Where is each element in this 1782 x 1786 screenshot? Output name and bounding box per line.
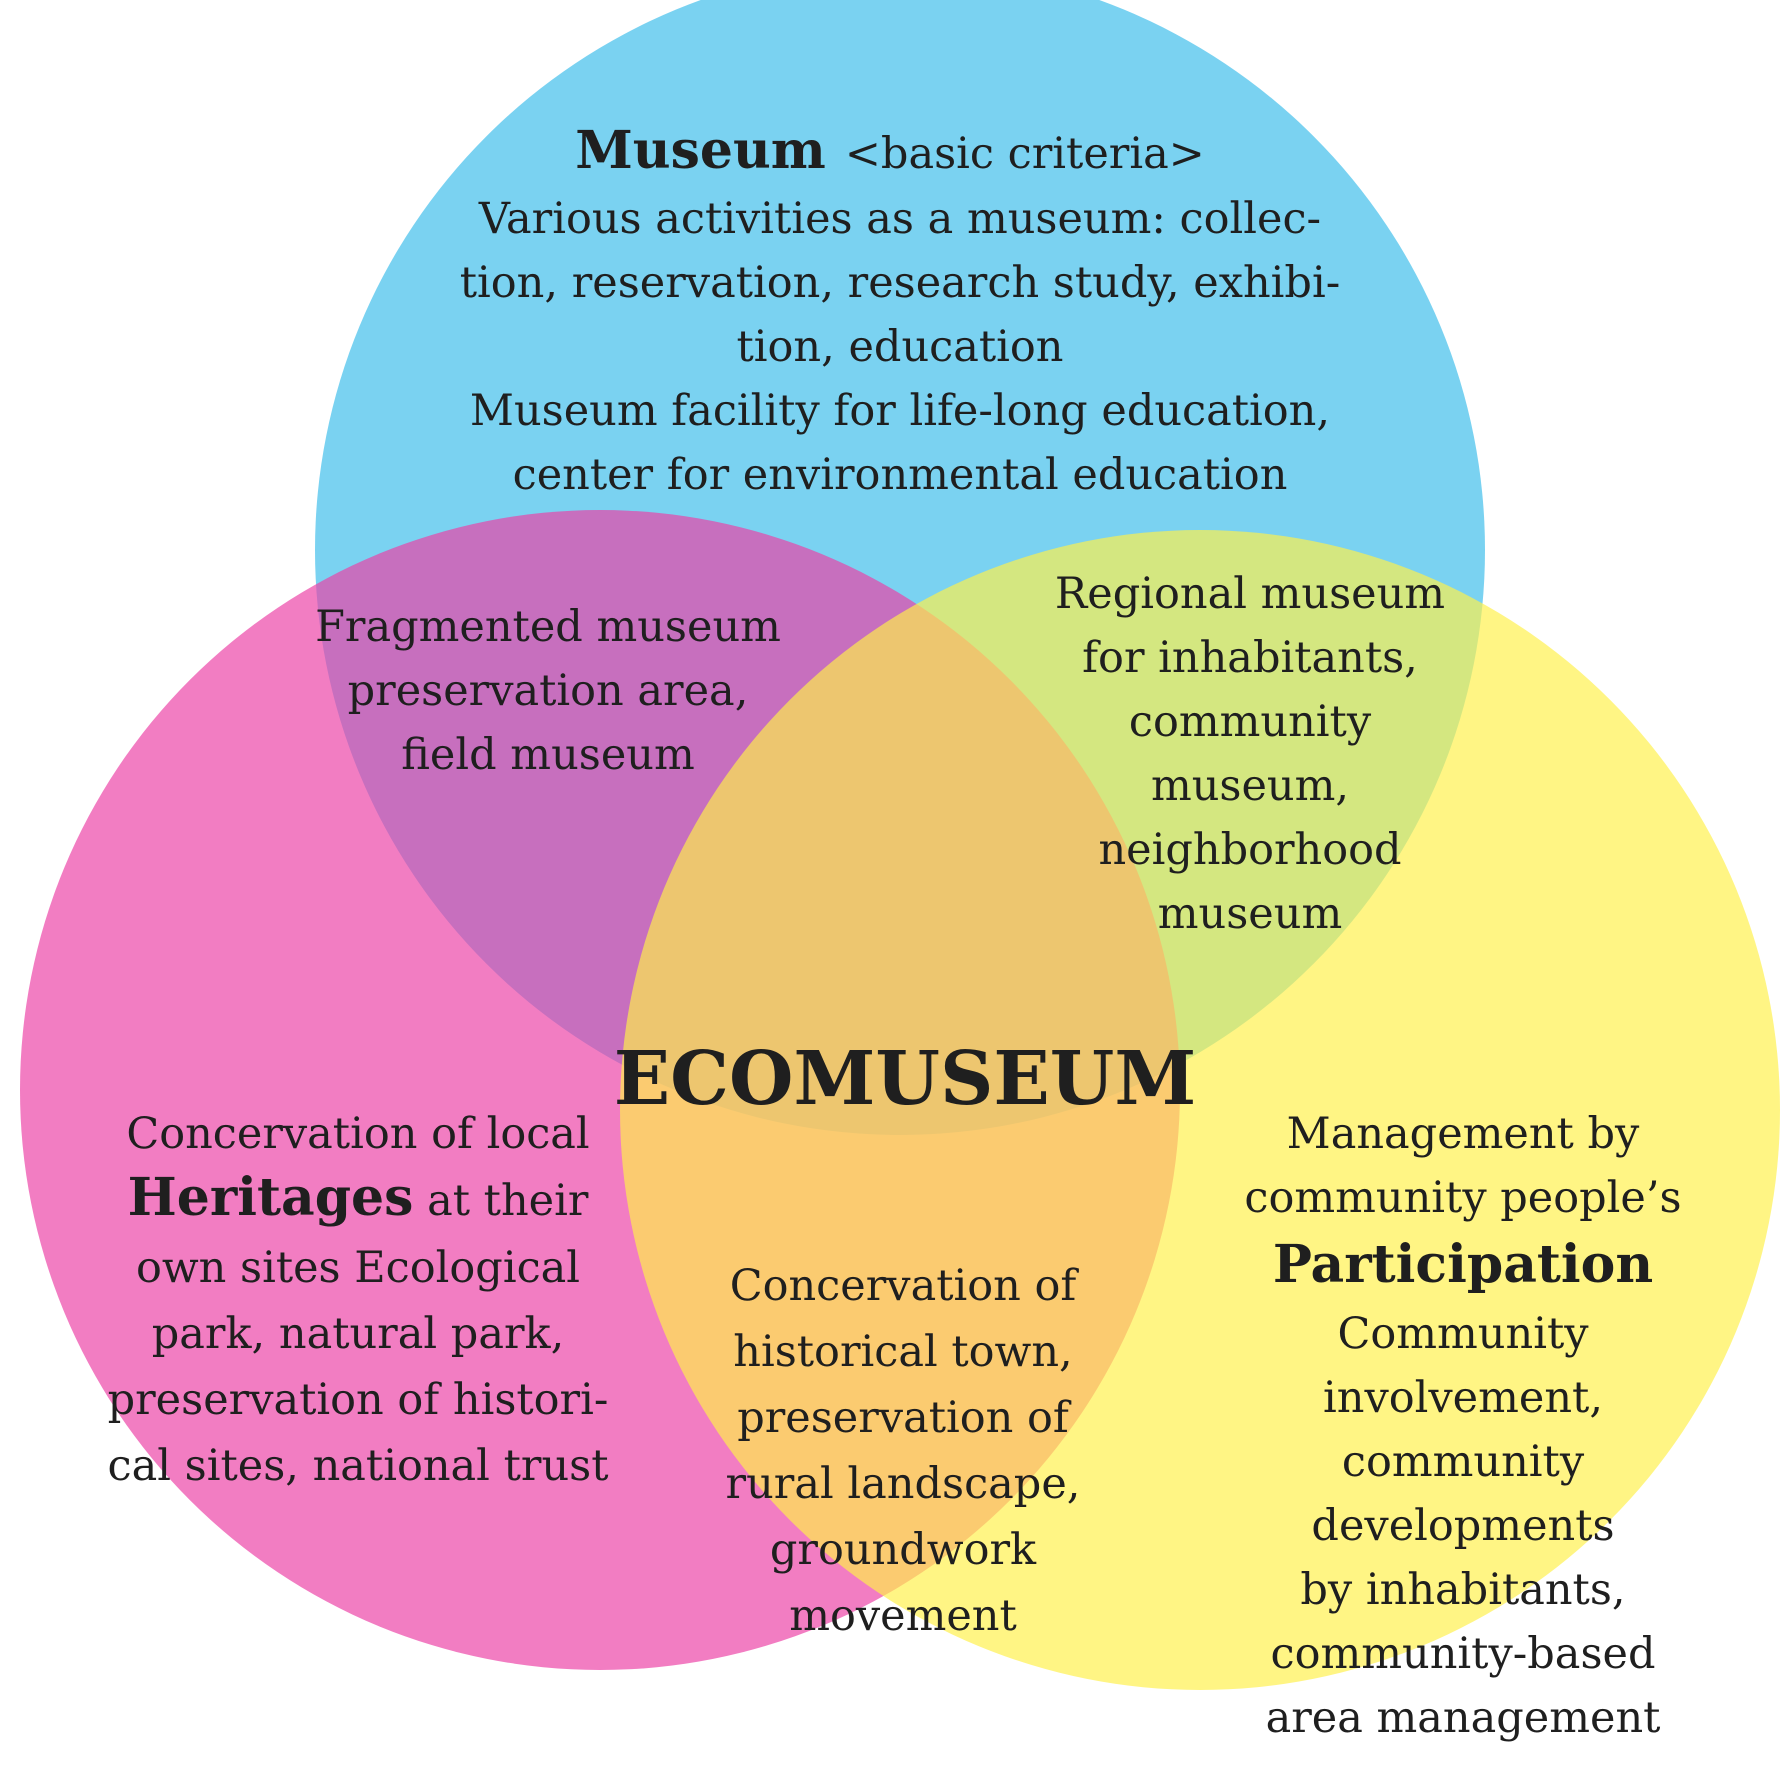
museum-participation-line-5: neighborhood xyxy=(1098,825,1401,875)
heritage-participation-line-3: preservation of xyxy=(737,1393,1072,1443)
museum-participation-line-3: community xyxy=(1129,697,1372,747)
heritage-title: Heritages xyxy=(128,1167,414,1228)
participation-line-4: Community xyxy=(1337,1309,1589,1359)
museum-heritage-line-2: preservation area, xyxy=(348,666,749,716)
participation-line-8: by inhabitants, xyxy=(1300,1565,1625,1615)
museum-heritage-line-1: Fragmented museum xyxy=(315,602,781,652)
heritage-line-4: park, natural park, xyxy=(152,1309,564,1359)
venn-circles xyxy=(20,0,1780,1690)
heritage-participation-line-5: groundwork xyxy=(770,1525,1037,1575)
participation-line-1: Management by xyxy=(1287,1109,1640,1159)
heritage-title-rest: at their xyxy=(413,1176,588,1226)
heritage-line-1: Concervation of local xyxy=(126,1109,589,1159)
museum-heading: Museum <basic criteria> xyxy=(575,120,1205,181)
heritage-participation-line-6: movement xyxy=(789,1591,1017,1641)
heritage-participation-line-1: Concervation of xyxy=(730,1261,1080,1311)
participation-title: Participation xyxy=(1273,1234,1653,1295)
participation-line-10: area management xyxy=(1266,1693,1661,1743)
participation-line-2: community people’s xyxy=(1244,1173,1681,1223)
museum-participation-line-1: Regional museum xyxy=(1055,569,1445,619)
museum-subtitle: <basic criteria> xyxy=(845,129,1205,179)
museum-line-2: tion, reservation, research study, exhib… xyxy=(460,258,1341,308)
participation-line-5: involvement, xyxy=(1323,1373,1603,1423)
heritage-participation-line-4: rural landscape, xyxy=(726,1459,1081,1509)
museum-line-1: Various activities as a museum: collec- xyxy=(478,194,1321,244)
participation-line-9: community-based xyxy=(1271,1629,1656,1679)
heritage-participation-line-2: historical town, xyxy=(733,1327,1072,1377)
heritage-line-3: own sites Ecological xyxy=(136,1243,580,1293)
heritage-line-5: preservation of histori- xyxy=(108,1375,609,1425)
museum-line-4: Museum facility for life-long education, xyxy=(470,386,1330,436)
heritage-heading: Heritages at their xyxy=(128,1167,589,1228)
museum-title: Museum xyxy=(575,120,826,181)
museum-participation-line-4: museum, xyxy=(1151,761,1349,811)
museum-participation-line-2: for inhabitants, xyxy=(1082,633,1418,683)
museum-line-3: tion, education xyxy=(737,322,1064,372)
museum-participation-line-6: museum xyxy=(1158,889,1342,939)
museum-heritage-line-3: field museum xyxy=(401,730,695,780)
museum-line-5: center for environmental education xyxy=(513,450,1288,500)
heritage-line-6: cal sites, national trust xyxy=(108,1441,609,1491)
participation-line-7: developments xyxy=(1311,1501,1614,1551)
participation-circle xyxy=(620,530,1780,1690)
participation-line-6: community xyxy=(1342,1437,1585,1487)
ecomuseum-label: ECOMUSEUM xyxy=(614,1036,1197,1122)
